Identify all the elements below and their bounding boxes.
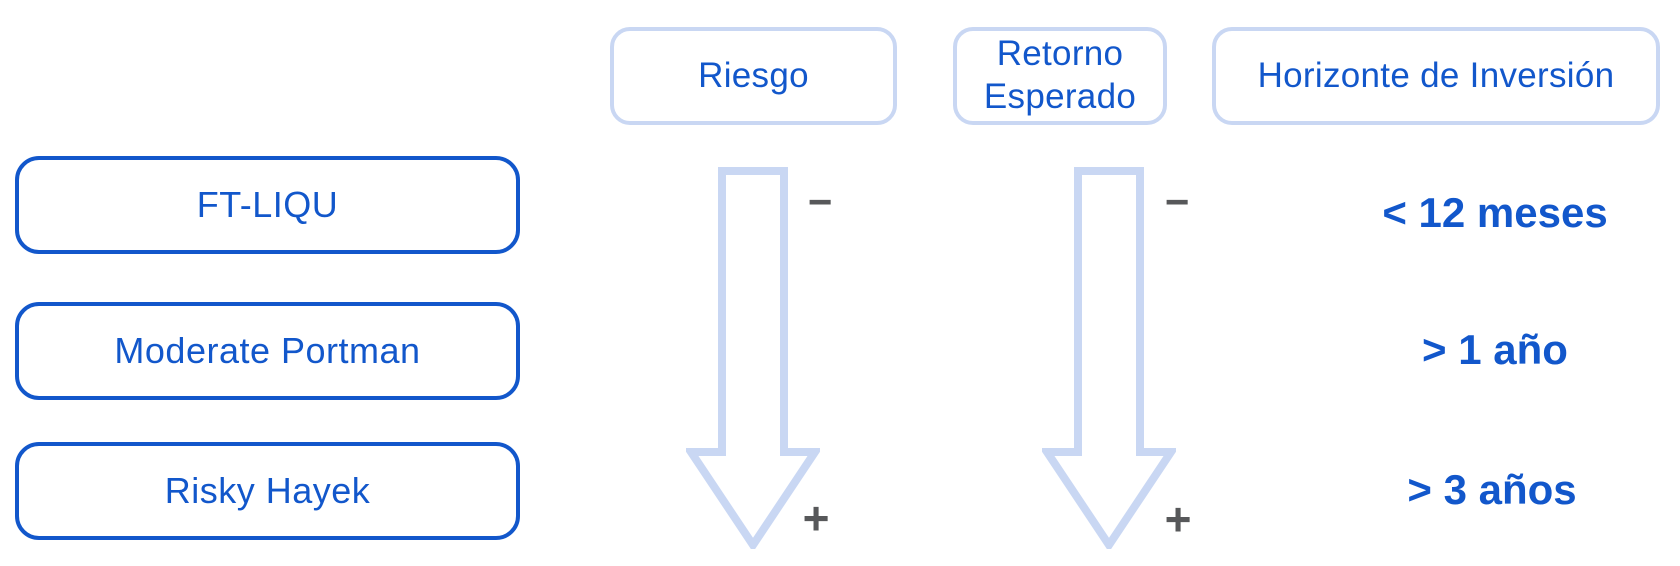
risk-down-arrow-icon	[686, 167, 820, 549]
expected-return-minus-label: −	[1164, 178, 1190, 225]
column-header-risk: Riesgo	[610, 27, 897, 125]
fund-box-risky-hayek: Risky Hayek	[15, 442, 520, 540]
horizon-value-moderate-portman: > 1 año	[1422, 326, 1568, 373]
risk-plus-label: +	[802, 492, 830, 544]
horizon-value-ft-liqu: < 12 meses	[1382, 189, 1608, 236]
expected-return-down-arrow-icon	[1042, 167, 1176, 549]
fund-box-ft-liqu: FT-LIQU	[15, 156, 520, 254]
risk-minus-label: −	[807, 178, 833, 225]
horizon-value-risky-hayek: > 3 años	[1407, 466, 1577, 513]
fund-box-moderate-portman: Moderate Portman	[15, 302, 520, 400]
column-header-expected-return: Retorno Esperado	[953, 27, 1167, 125]
column-header-investment-horizon: Horizonte de Inversión	[1212, 27, 1660, 125]
expected-return-plus-label: +	[1164, 493, 1192, 545]
